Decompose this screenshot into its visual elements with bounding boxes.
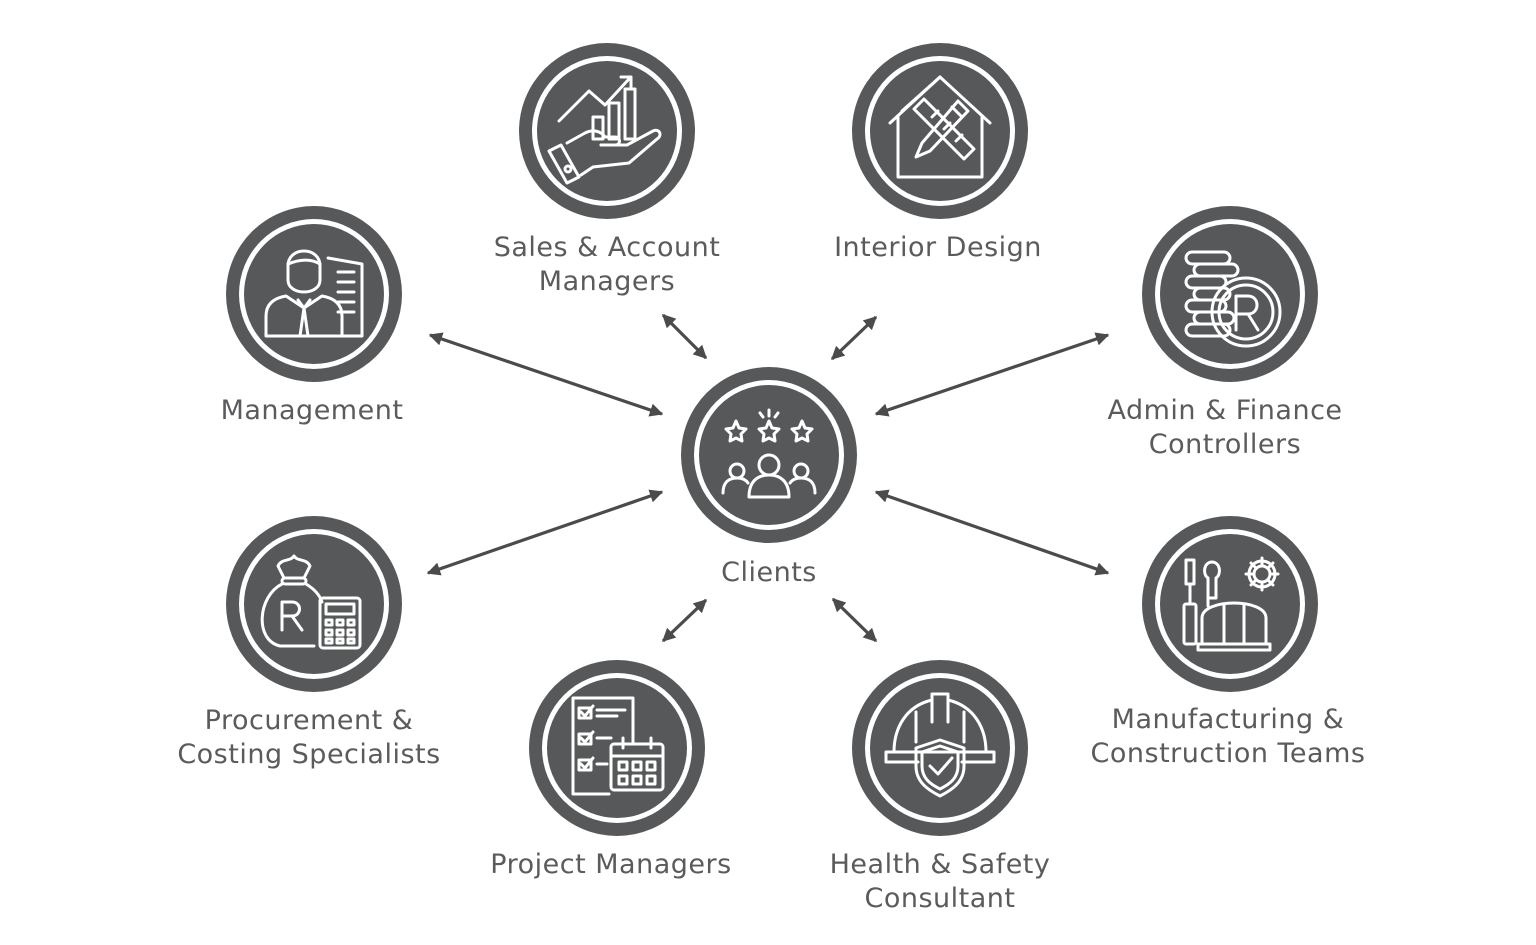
house-ruler-pencil-icon xyxy=(888,75,992,179)
hardhat-shield-check-icon xyxy=(884,692,996,798)
label-sales: Sales & Account Managers xyxy=(457,231,757,299)
checklist-calendar-icon xyxy=(571,696,665,796)
label-line: Clients xyxy=(721,557,817,588)
node-clients xyxy=(681,367,857,543)
label-admin: Admin & Finance Controllers xyxy=(1075,394,1375,462)
label-management: Management xyxy=(162,394,462,428)
label-line: Procurement & xyxy=(204,705,414,736)
node-admin xyxy=(1142,206,1318,382)
label-project: Project Managers xyxy=(451,848,771,882)
arrow-manufacturing xyxy=(874,489,1110,576)
node-sales xyxy=(519,43,695,219)
tools-hardhat-gear-icon xyxy=(1182,556,1280,652)
label-line: Interior Design xyxy=(834,232,1042,263)
arrow-sales xyxy=(661,313,708,360)
arrow-interior xyxy=(830,315,878,361)
label-health: Health & Safety Consultant xyxy=(790,848,1090,916)
label-line: Health & Safety xyxy=(829,849,1051,880)
connector-arrows xyxy=(426,313,1110,643)
node-manufacturing xyxy=(1142,516,1318,692)
node-procurement xyxy=(226,516,402,692)
money-bag-calculator-icon xyxy=(260,554,362,650)
arrow-management xyxy=(428,332,664,417)
arrow-admin xyxy=(874,332,1110,417)
label-line: Manufacturing & xyxy=(1111,704,1345,735)
label-line: Managers xyxy=(538,266,676,297)
label-line: Controllers xyxy=(1148,429,1302,460)
node-project xyxy=(529,660,705,836)
businessman-building-icon xyxy=(264,249,364,338)
node-health xyxy=(852,660,1028,836)
label-line: Consultant xyxy=(864,883,1016,914)
label-line: Admin & Finance xyxy=(1107,395,1343,426)
label-interior: Interior Design xyxy=(788,231,1088,265)
coins-rand-icon xyxy=(1184,250,1282,348)
arrow-procurement xyxy=(426,489,664,576)
label-line: Costing Specialists xyxy=(177,739,441,770)
label-line: Construction Teams xyxy=(1090,738,1366,769)
node-management xyxy=(226,206,402,382)
clients-stars-people-icon xyxy=(721,408,817,499)
arrow-project xyxy=(661,598,708,643)
node-interior xyxy=(852,43,1028,219)
label-procurement: Procurement & Costing Specialists xyxy=(144,704,474,772)
label-manufacturing: Manufacturing & Construction Teams xyxy=(1058,703,1398,771)
label-line: Project Managers xyxy=(490,849,732,880)
label-line: Sales & Account xyxy=(493,232,721,263)
hand-chart-growth-icon xyxy=(547,75,662,185)
label-clients: Clients xyxy=(669,556,869,590)
label-line: Management xyxy=(220,395,404,426)
arrow-health xyxy=(831,597,878,643)
